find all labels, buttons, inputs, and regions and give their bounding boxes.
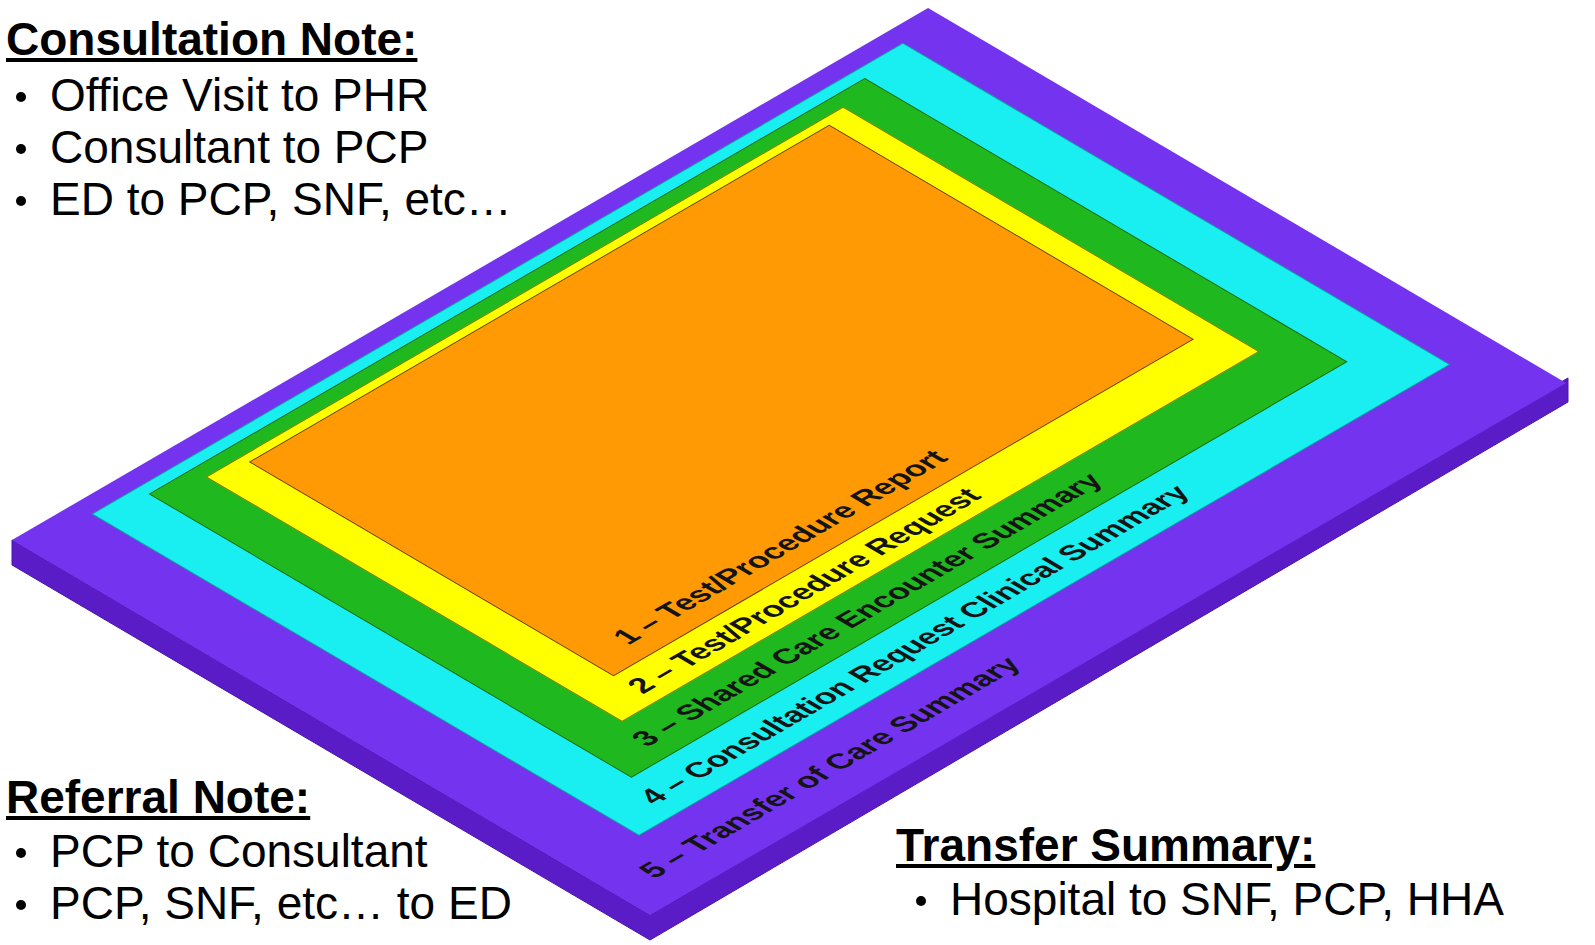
- note-block: ED to PCP, SNF, etc…: [6, 174, 512, 225]
- note-item: ED to PCP, SNF, etc…: [6, 174, 512, 225]
- note-heading: Referral Note:: [6, 772, 310, 823]
- note-block: Referral Note:: [6, 772, 310, 823]
- note-item: PCP, SNF, etc… to ED: [6, 878, 512, 929]
- note-heading: Transfer Summary:: [896, 820, 1315, 871]
- note-item: PCP to Consultant: [6, 826, 428, 877]
- note-block: Consultation Note:: [6, 14, 417, 65]
- note-block: Office Visit to PHR: [6, 70, 429, 121]
- note-item: Office Visit to PHR: [6, 70, 429, 121]
- note-item: Hospital to SNF, PCP, HHA: [906, 874, 1504, 925]
- note-item: Consultant to PCP: [6, 122, 428, 173]
- note-block: Consultant to PCP: [6, 122, 428, 173]
- note-block: Hospital to SNF, PCP, HHA: [906, 874, 1504, 925]
- note-heading: Consultation Note:: [6, 14, 417, 65]
- note-block: PCP, SNF, etc… to ED: [6, 878, 512, 929]
- note-block: PCP to Consultant: [6, 826, 428, 877]
- note-block: Transfer Summary:: [896, 820, 1315, 871]
